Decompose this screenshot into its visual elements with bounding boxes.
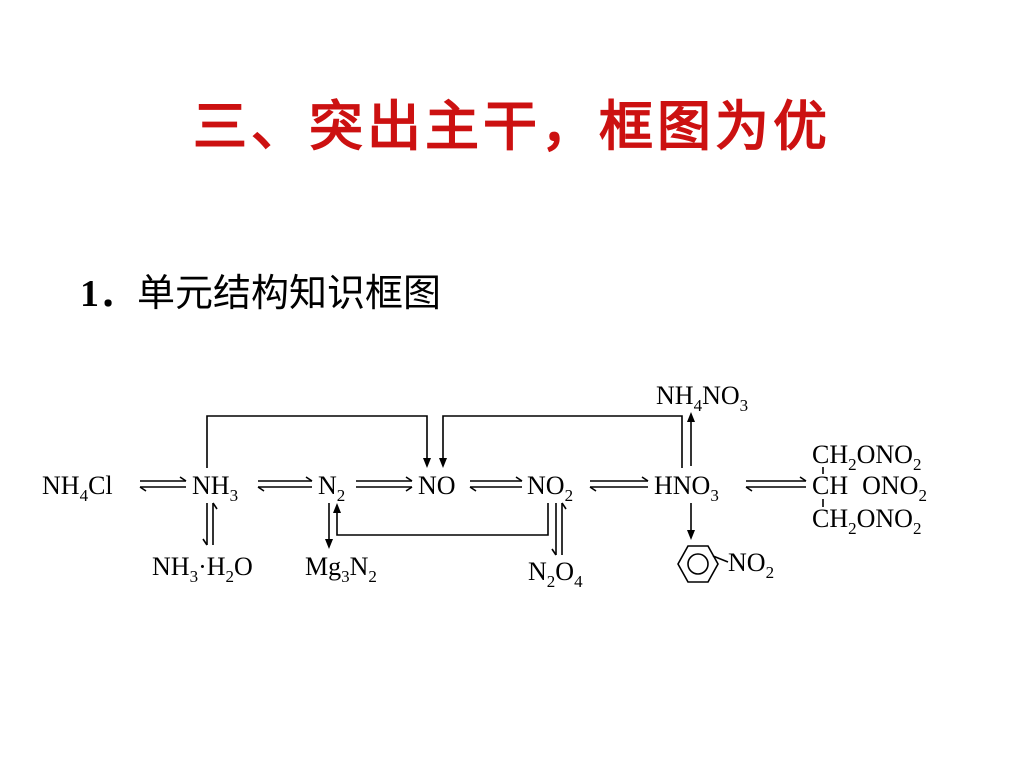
compound-nh4no3: NH4NO3 (656, 381, 748, 415)
compound-no: NO (418, 471, 456, 500)
compound-nh3-h2o: NH3·H2O (152, 552, 253, 586)
nitro-group: NO2 (728, 548, 774, 582)
compound-nh4cl: NH4Cl (42, 471, 113, 505)
compound-no2: NO2 (527, 471, 573, 505)
section-number: 1． (80, 273, 138, 315)
gtn-row-1: CH2ONO2 (812, 440, 921, 474)
compound-mg3n2: Mg3N2 (305, 552, 377, 586)
compound-n2: N2 (318, 471, 345, 505)
branch-arrows (202, 412, 695, 556)
nitrobenzene: NO2 (677, 545, 774, 583)
benzene-ring-inner-circle (687, 553, 709, 575)
compound-n2o4: N2O4 (528, 557, 583, 591)
bracket-connectors (206, 415, 683, 536)
compound-nh3: NH3 (192, 471, 238, 505)
main-chain-arrows (139, 476, 807, 492)
benzene-ring-icon (677, 545, 719, 583)
page-title: 三、突出主干，框图为优 (193, 95, 831, 158)
gtn-row-3: CH2ONO2 (812, 504, 921, 538)
compound-hno3: HNO3 (654, 471, 719, 505)
section-heading: 1．单元结构知识框图 (80, 262, 441, 317)
section-heading-text: 单元结构知识框图 (137, 271, 442, 315)
